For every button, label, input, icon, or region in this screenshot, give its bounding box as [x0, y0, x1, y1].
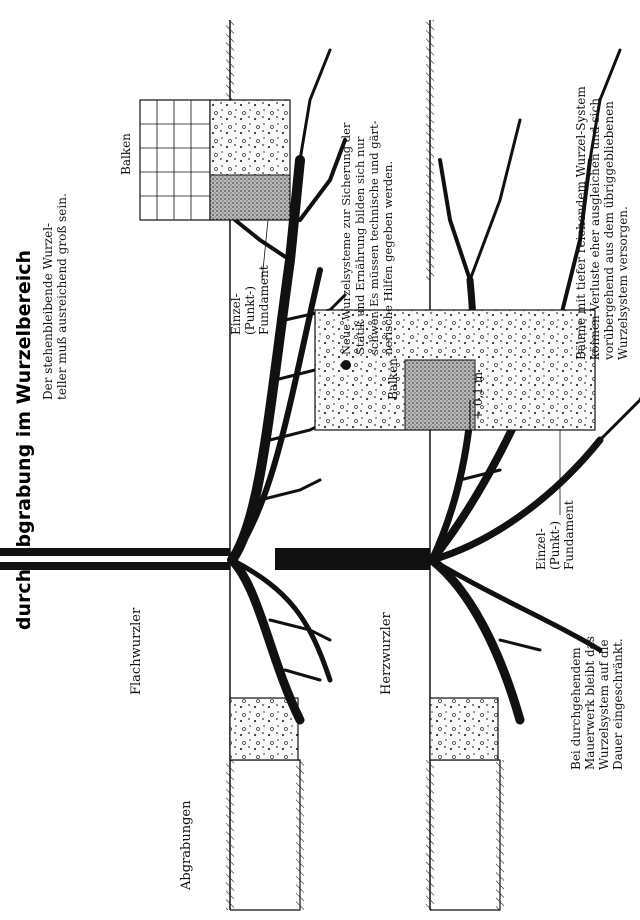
foundation-bottom-line3: Fundament: [562, 500, 576, 570]
label-herzwurzler: Herzwurzler: [379, 611, 394, 695]
label-abgrabungen: Abgrabungen: [179, 800, 194, 891]
beam: [405, 360, 475, 430]
note-wall-line2: Mauerwerk bleibt das: [583, 636, 597, 770]
tree-trunk: [275, 548, 430, 570]
label-foundation-top: Einzel- (Punkt-) Fundament: [229, 265, 271, 335]
note-deep-roots-line2: können Verluste eher ausgleichen und sic…: [588, 98, 602, 360]
ground-hatch: [426, 20, 434, 280]
beam-hatch-block: [140, 100, 210, 220]
note-wall-line4: Dauer eingeschränkt.: [611, 638, 625, 770]
ground-hatch: [426, 760, 434, 910]
note-root-plate: Der stehenbleibende Wurzel- teller muß a…: [41, 193, 69, 400]
beam: [210, 175, 290, 220]
note-root-plate-line1: Der stehenbleibende Wurzel-: [41, 223, 55, 400]
panel-herzwurzler: Herzwurzler Balken + 0,1 m Einzel- (Punk…: [275, 20, 640, 910]
note-deep-roots-line3: vorübergehend aus dem übriggebliebenen: [602, 101, 616, 361]
label-beam-top: Balken: [119, 133, 133, 175]
note-deep-roots-line4: Wurzelsystem versorgen.: [616, 206, 630, 360]
foundation-top-line3: Fundament: [257, 265, 271, 335]
excavation-hatch: [296, 760, 304, 910]
trunk-gap: [0, 556, 232, 562]
label-beam-bottom: Balken: [386, 358, 400, 400]
label-flachwurzler: Flachwurzler: [129, 607, 144, 695]
note-new-roots-line1: Neue Wurzelsysteme zur Sicherung der: [339, 122, 353, 355]
note-wall-line1: Bei durchgehendem: [569, 647, 583, 770]
foundation-top-line1: Einzel-: [229, 293, 243, 335]
foundation-bottom-line1: Einzel-: [534, 528, 548, 570]
excavation-slope: [230, 760, 300, 910]
foundation-bottom-line2: (Punkt-): [548, 521, 562, 570]
ground-hatch: [226, 760, 234, 910]
note-new-roots-line2: Statik und Ernährung bilden sich nur: [353, 136, 367, 355]
excavation-hatch: [496, 760, 504, 910]
note-wall: Bei durchgehendem Mauerwerk bleibt das W…: [569, 636, 625, 770]
foundation-wall: [230, 698, 298, 760]
foundation-wall: [430, 698, 498, 760]
label-foundation-bottom: Einzel- (Punkt-) Fundament: [534, 500, 576, 570]
diagram-title: durch Abgrabung im Wurzelbereich: [13, 250, 35, 630]
note-wall-line3: Wurzelsystem auf die: [597, 639, 611, 770]
note-new-roots-line3: schwer. Es müssen technische und gärt-: [367, 120, 381, 355]
excavation-slope: [430, 760, 500, 910]
note-new-roots: Neue Wurzelsysteme zur Sicherung der Sta…: [339, 120, 395, 355]
bullet-icon: [341, 360, 351, 370]
foundation-top-line2: (Punkt-): [243, 286, 257, 335]
note-root-plate-line2: teller muß ausreichend groß sein.: [55, 193, 69, 400]
note-deep-roots: Bäume mit tiefer reichendem Wurzel-Syste…: [574, 86, 630, 361]
label-clearance: + 0,1 m: [471, 371, 485, 420]
note-deep-roots-line1: Bäume mit tiefer reichendem Wurzel-Syste…: [574, 86, 588, 360]
panel-flachwurzler: Flachwurzler Abgrabungen Balken Einzel- …: [0, 20, 345, 910]
note-new-roots-line4: nerische Hilfen gegeben werden.: [381, 161, 395, 355]
